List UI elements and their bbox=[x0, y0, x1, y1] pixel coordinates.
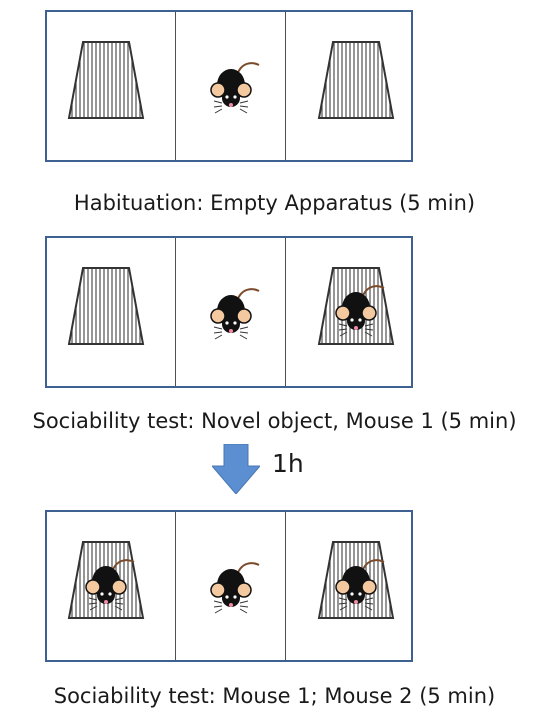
chamber-divider bbox=[285, 512, 286, 660]
chamber-divider bbox=[175, 238, 176, 386]
sociability-panel-2 bbox=[45, 510, 413, 662]
chamber-divider bbox=[285, 238, 286, 386]
caged-mouse-icon bbox=[318, 267, 394, 345]
mouse-icon bbox=[210, 62, 260, 114]
chamber-divider bbox=[285, 12, 286, 160]
panel-caption: Sociability test: Mouse 1; Mouse 2 (5 mi… bbox=[53, 684, 496, 708]
caged-mouse-icon bbox=[318, 541, 394, 619]
mouse-icon bbox=[210, 562, 260, 614]
arrow-label: 1h bbox=[272, 449, 304, 478]
chamber-divider bbox=[175, 12, 176, 160]
sociability-panel-1 bbox=[45, 236, 413, 388]
chamber-divider bbox=[175, 512, 176, 660]
empty-cage-icon bbox=[68, 267, 144, 345]
panel-caption: Sociability test: Novel object, Mouse 1 … bbox=[32, 409, 517, 433]
empty-cage-icon bbox=[68, 41, 144, 119]
mouse-icon bbox=[210, 288, 260, 340]
empty-cage-icon bbox=[318, 41, 394, 119]
down-arrow-icon bbox=[212, 444, 260, 494]
habituation-panel bbox=[45, 10, 413, 162]
caged-mouse-icon bbox=[68, 541, 144, 619]
panel-caption: Habituation: Empty Apparatus (5 min) bbox=[73, 191, 476, 215]
